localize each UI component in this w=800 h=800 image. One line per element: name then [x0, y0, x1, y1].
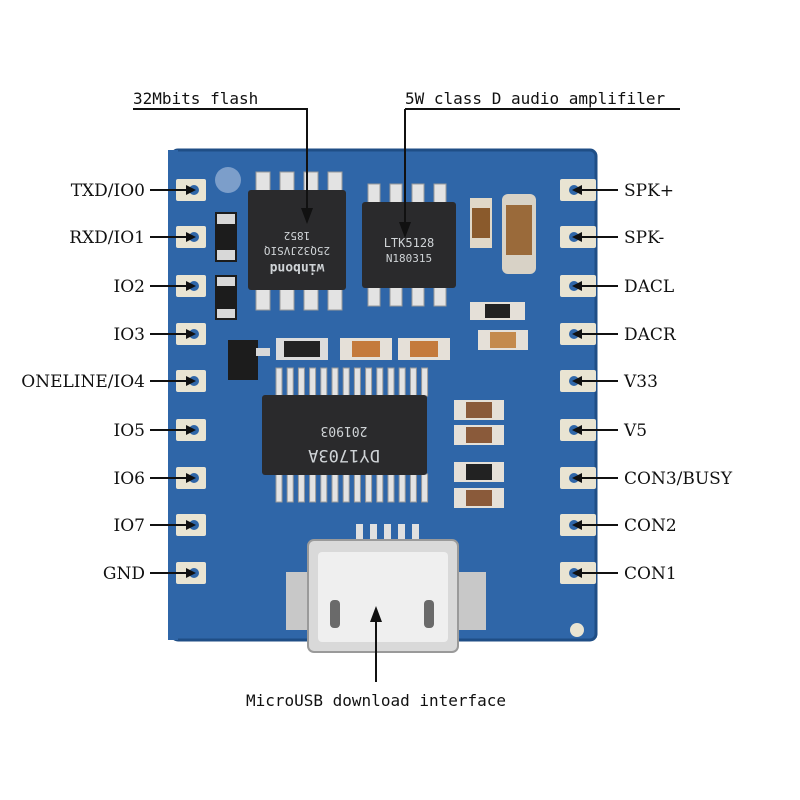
pin-lines	[150, 185, 618, 578]
main-chip: 201903 DY1703A	[262, 367, 429, 503]
left-pin-label: IO6	[114, 469, 145, 489]
main-part: DY1703A	[308, 445, 380, 465]
microusb-connector	[286, 522, 486, 653]
pcb-notch	[168, 150, 178, 640]
flash-brand: winbond	[270, 260, 325, 275]
left-pin-label: TXD/IO0	[71, 181, 145, 201]
usb-callout: MicroUSB download interface	[246, 691, 506, 710]
silkscreen-circle	[215, 167, 241, 193]
right-pin-label: V33	[623, 372, 658, 392]
right-pin-label: DACL	[624, 277, 674, 297]
flash-code: 1852	[284, 229, 311, 242]
left-pin-label: IO5	[114, 421, 145, 441]
flash-callout: 32Mbits flash	[133, 89, 258, 108]
left-pin-label: GND	[103, 564, 145, 584]
passive-components	[215, 194, 536, 508]
left-pin-label: ONELINE/IO4	[21, 372, 145, 392]
left-pin-label: IO3	[114, 325, 145, 345]
callout-arrowheads	[301, 208, 411, 622]
right-pin-label: SPK-	[624, 228, 664, 248]
callout-lines	[133, 108, 680, 682]
mount-pad	[570, 623, 584, 637]
right-pin-label: V5	[623, 421, 647, 441]
amp-chip: LTK5128 N180315	[362, 183, 456, 307]
amp-part: LTK5128	[384, 236, 435, 250]
right-pin-label: SPK+	[624, 181, 674, 201]
left-pin-label: IO2	[114, 277, 145, 297]
amp-callout: 5W class D audio amplifiler	[405, 89, 665, 108]
right-pin-label: CON1	[624, 564, 677, 584]
left-pin-label: IO7	[114, 516, 145, 536]
amp-code: N180315	[386, 252, 432, 265]
right-pin-label: CON3/BUSY	[624, 469, 733, 489]
right-pin-label: DACR	[624, 325, 677, 345]
main-code: 201903	[321, 423, 368, 438]
flash-chip: 1852 25Q32JVSIQ winbond	[248, 171, 346, 311]
flash-part: 25Q32JVSIQ	[264, 244, 330, 257]
left-pin-label: RXD/IO1	[69, 228, 145, 248]
right-pin-label: CON2	[624, 516, 677, 536]
